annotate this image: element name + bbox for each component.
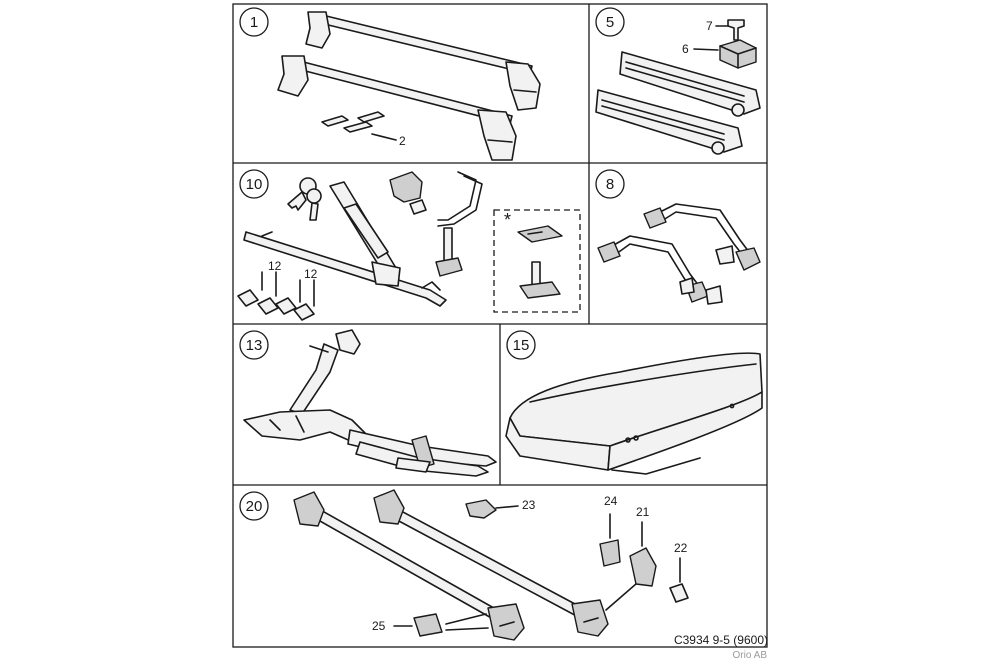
panel-number-badge: 5 (595, 7, 625, 37)
callout-leader (693, 48, 719, 51)
callout-label: 21 (636, 505, 650, 519)
adapter-bracket-rear (643, 203, 761, 271)
roof-bar-rear (305, 11, 541, 111)
callout-label: 12 (268, 259, 282, 273)
panel-number-badge: 15 (506, 330, 536, 360)
cable-clip-part (465, 499, 497, 519)
panel-1: 1 2 (239, 7, 541, 161)
panel-20: 20 23 24 21 (239, 489, 689, 641)
panel-number: 1 (250, 14, 258, 31)
assembly-arrow (445, 613, 487, 625)
strap-clip (389, 171, 427, 215)
panel-8: 8 (595, 169, 761, 305)
alternative-marker: * (504, 210, 511, 230)
rubber-insert-part (413, 613, 443, 637)
panel-number-badge: 1 (239, 7, 269, 37)
panel-number: 15 (513, 337, 530, 354)
alternative-parts-box: * (493, 209, 581, 313)
assembly-arrow (445, 627, 489, 631)
drawing-code: C3934 9-5 (9600) (673, 633, 768, 647)
panel-10: 10 * (237, 169, 581, 321)
t-bolt (435, 227, 463, 277)
callout-label: 25 (372, 619, 386, 633)
panel-number: 5 (606, 14, 614, 31)
callout-leader (495, 505, 519, 509)
copyright-credit: Orio AB (732, 650, 767, 661)
panel-number-badge: 10 (239, 169, 269, 199)
end-cap-part (629, 521, 657, 587)
panel-number: 8 (606, 176, 614, 193)
spacer-tubes (237, 289, 315, 321)
carrier-bar-left (293, 491, 525, 641)
ski-holder-arm (289, 329, 361, 415)
rubber-pads (321, 111, 385, 133)
cover-cap-part (599, 513, 621, 567)
panel-number: 10 (246, 176, 263, 193)
bike-holder-frame (243, 181, 447, 307)
clamp-block-part (719, 39, 757, 69)
panel-number: 20 (246, 498, 263, 515)
roof-box (505, 352, 763, 475)
panel-number-badge: 20 (239, 491, 269, 521)
plug-part (669, 557, 689, 603)
mount-bracket (437, 171, 483, 227)
key-icon (287, 177, 322, 221)
callout-label: 7 (706, 19, 713, 33)
panel-number-badge: 8 (595, 169, 625, 199)
callout-leader (371, 133, 397, 141)
panel-13: 13 (239, 329, 497, 477)
bar-profile-upper (619, 51, 761, 117)
panel-number: 13 (246, 337, 263, 354)
roof-bar-front (277, 55, 517, 161)
callout-label: 24 (604, 494, 618, 508)
callout-label: 6 (682, 42, 689, 56)
knob-part (727, 19, 745, 41)
adapter-bracket-front (597, 235, 723, 305)
callout-label: 2 (399, 134, 406, 148)
panel-15: 15 (505, 330, 763, 475)
bar-profile-lower (595, 89, 743, 155)
callout-label: 12 (304, 267, 318, 281)
callout-label: 22 (674, 541, 688, 555)
callout-label: 23 (522, 498, 536, 512)
carrier-bar-right (373, 489, 609, 637)
panel-number-badge: 13 (239, 330, 269, 360)
panel-grid (232, 3, 768, 648)
assembly-arrow (605, 583, 637, 611)
ski-pair (347, 429, 497, 477)
panel-5: 5 7 6 (595, 7, 761, 155)
